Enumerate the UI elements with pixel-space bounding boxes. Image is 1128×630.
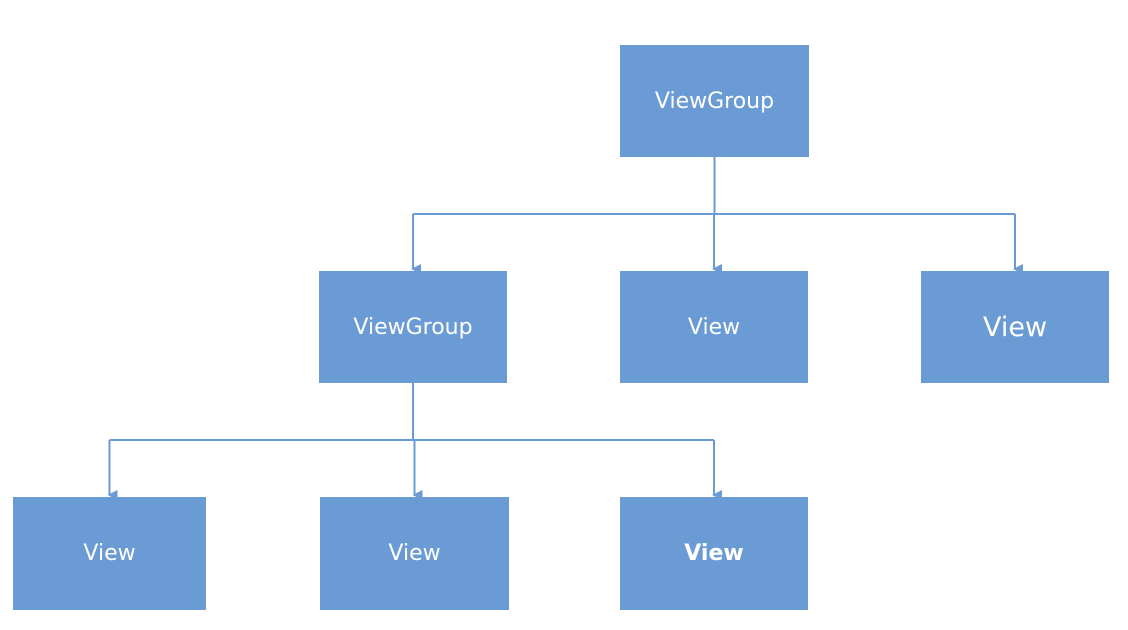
view-node-b: View <box>921 271 1109 383</box>
view-node-d: View <box>320 497 509 610</box>
node-label: View <box>83 541 136 566</box>
node-label: View <box>684 541 744 566</box>
node-label: View <box>687 314 741 340</box>
node-label: ViewGroup <box>353 314 473 340</box>
child-viewgroup-node: ViewGroup <box>319 271 507 383</box>
view-node-a: View <box>620 271 808 383</box>
root-viewgroup-node: ViewGroup <box>620 45 809 157</box>
node-label: ViewGroup <box>654 88 775 114</box>
view-node-c: View <box>13 497 206 610</box>
node-label: View <box>982 311 1048 343</box>
view-node-e: View <box>620 497 808 610</box>
edge-lines <box>107 157 1023 500</box>
node-label: View <box>388 541 441 566</box>
